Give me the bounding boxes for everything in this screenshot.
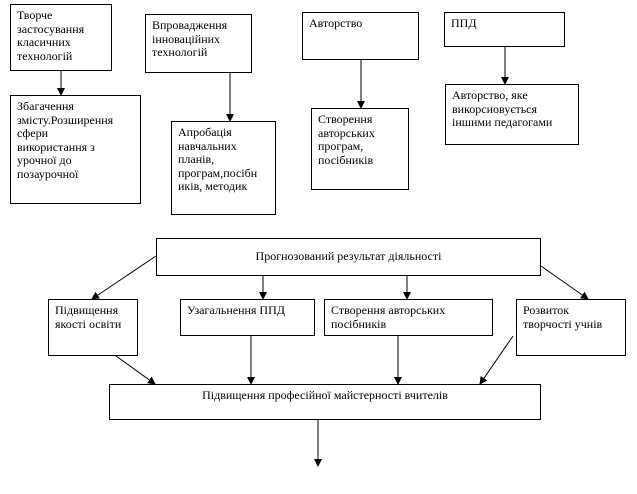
box-creative-application: Творче застосування класичних технологій <box>10 4 112 71</box>
box-innovation-implementation: Впровадження інноваційних технологій <box>145 14 252 73</box>
box-author-programs: Створення авторських програм, посібників <box>311 108 409 190</box>
arrow-forecast-to-creativity <box>540 265 589 300</box>
arrow-creativity-to-mastery <box>479 335 514 385</box>
box-content-enrichment: Збагачення змісту.Розширення сфери викор… <box>10 95 141 204</box>
box-teacher-mastery: Підвищення професійної майстерності вчит… <box>109 384 541 420</box>
box-author-manuals: Створення авторських посібників <box>324 299 493 336</box>
box-ppd: ППД <box>444 12 565 47</box>
box-quality-improvement: Підвищення якості освіти <box>48 299 138 356</box>
box-approbation: Апробація навчальних планів, програм,пос… <box>171 121 276 215</box>
arrow-forecast-to-quality <box>91 255 157 300</box>
box-forecast-result: Прогнозований результат діяльності <box>156 238 541 276</box>
arrow-quality-to-mastery <box>115 355 156 385</box>
box-authorship: Авторство <box>302 12 419 60</box>
box-student-creativity: Розвиток творчості учнів <box>516 299 626 356</box>
box-ppd-used: Авторство, яке викорсиовується іншими пе… <box>445 84 579 145</box>
box-ppd-generalization: Узагальнення ППД <box>180 299 315 336</box>
